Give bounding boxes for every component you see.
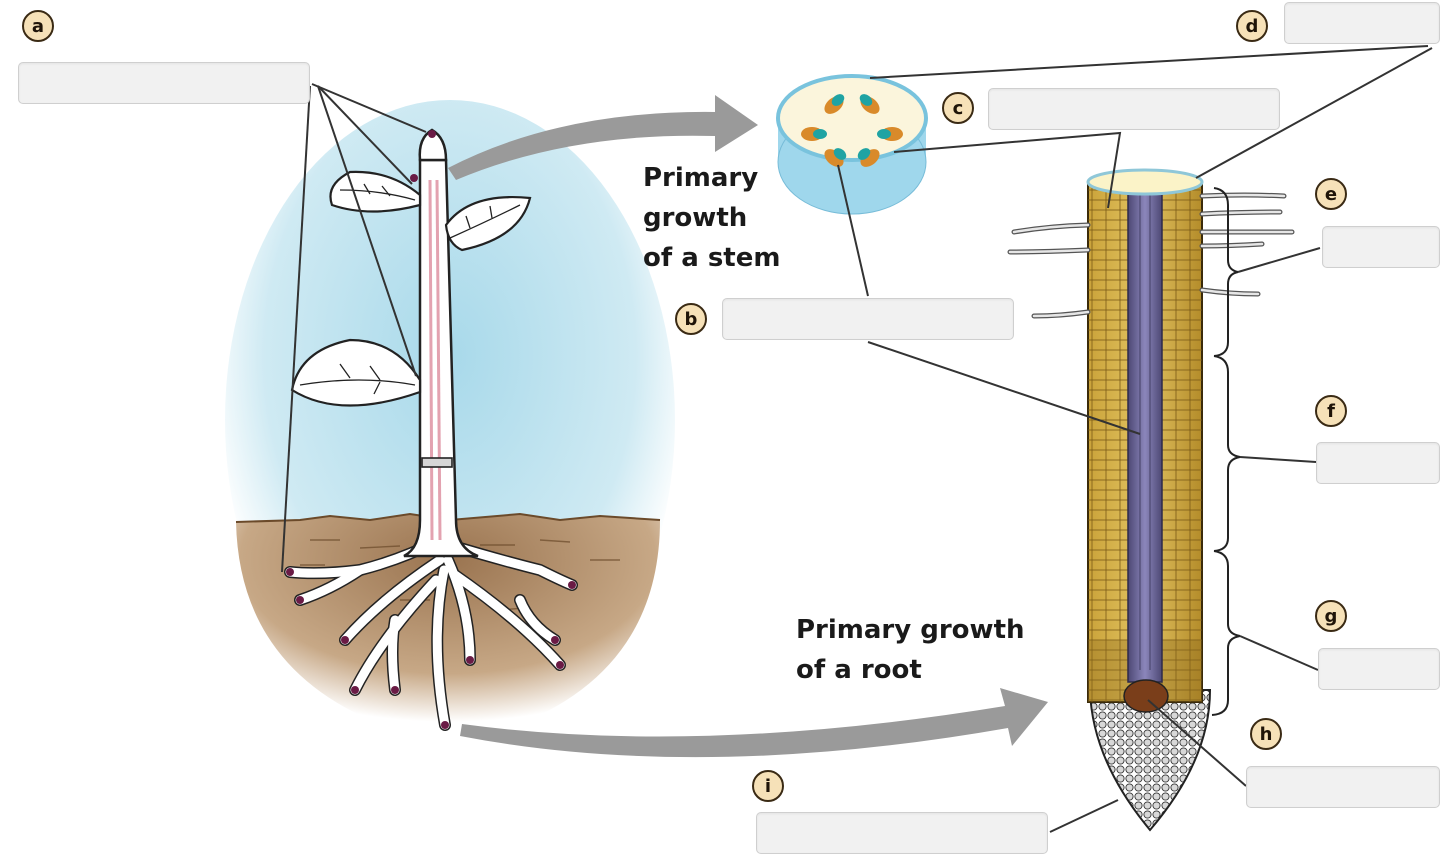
plant-illustration	[284, 128, 578, 731]
flow-arrows	[448, 95, 1048, 758]
label-badge-b: b	[675, 303, 707, 335]
label-badge-f: f	[1315, 395, 1347, 427]
answer-input-i[interactable]	[756, 812, 1048, 854]
leader-lines	[281, 45, 1433, 833]
label-badge-e: e	[1315, 178, 1347, 210]
caption-stem-growth: Primary growth of a stem	[643, 163, 781, 273]
answer-input-h[interactable]	[1246, 766, 1440, 808]
answer-input-b[interactable]	[722, 298, 1014, 340]
answer-input-g[interactable]	[1318, 648, 1440, 690]
stem-cross-section	[776, 74, 928, 215]
answer-input-a[interactable]	[18, 62, 310, 104]
label-badge-h: h	[1250, 718, 1282, 750]
label-badge-i: i	[752, 770, 784, 802]
label-badge-a: a	[22, 10, 54, 42]
answer-input-c[interactable]	[988, 88, 1280, 130]
answer-input-f[interactable]	[1316, 442, 1440, 484]
label-badge-c: c	[942, 92, 974, 124]
caption-root-growth: Primary growth of a root	[796, 615, 1025, 685]
answer-input-d[interactable]	[1284, 2, 1440, 44]
label-badge-g: g	[1315, 600, 1347, 632]
label-badge-d: d	[1236, 10, 1268, 42]
answer-input-e[interactable]	[1322, 226, 1440, 268]
